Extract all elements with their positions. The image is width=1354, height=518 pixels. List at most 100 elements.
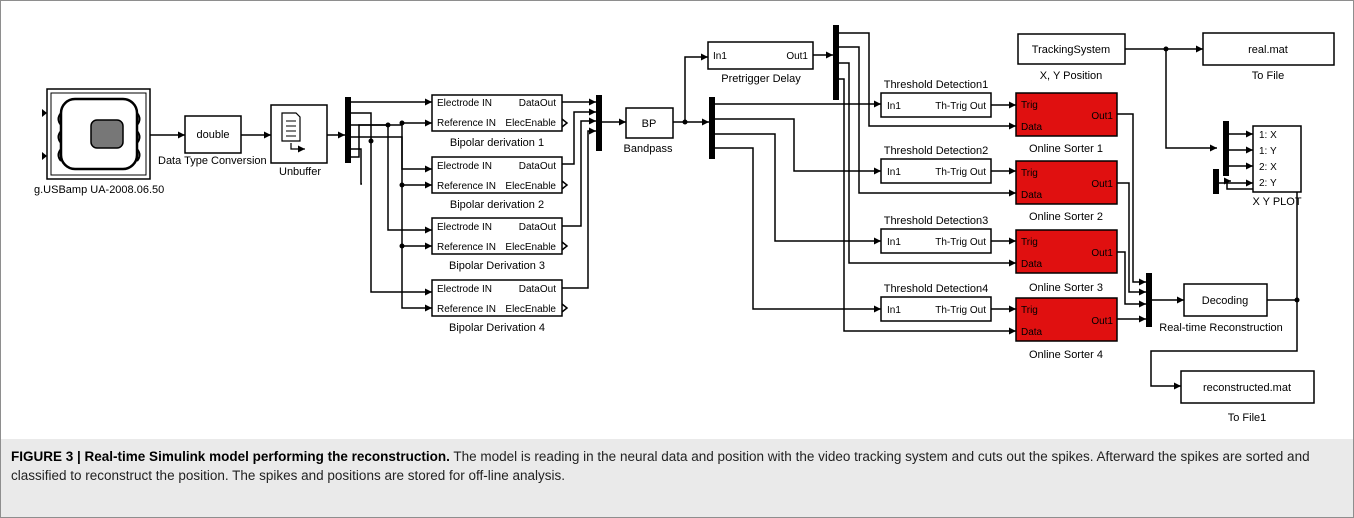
- threshold-detection-4[interactable]: In1 Th-Trig Out: [880, 296, 992, 322]
- threshold-detection-1[interactable]: In1 Th-Trig Out: [880, 92, 992, 118]
- port-in1: In1: [887, 167, 901, 178]
- figure-caption: FIGURE 3 | Real-time Simulink model perf…: [1, 439, 1353, 517]
- sorter-label-2: Online Sorter 2: [1029, 211, 1103, 223]
- bandpass-block[interactable]: [625, 107, 674, 139]
- threshold-detection-2[interactable]: In1 Th-Trig Out: [880, 158, 992, 184]
- mux-2[interactable]: [596, 95, 602, 151]
- bipolar-label-1: Bipolar derivation 1: [450, 137, 544, 149]
- simulink-diagram: g.USBamp UA-2008.06.50 double Data Type …: [34, 25, 1335, 424]
- bipolar-label-4: Bipolar Derivation 4: [449, 322, 545, 334]
- port-in1: In1: [887, 237, 901, 248]
- bandpass-label: Bandpass: [624, 143, 673, 155]
- demux-1[interactable]: [345, 97, 351, 163]
- demux-4-wires: [715, 100, 881, 313]
- port-out1: Out1: [1091, 179, 1113, 190]
- unbuffer-block[interactable]: [270, 104, 328, 164]
- port-2y: 2: Y: [1259, 178, 1277, 189]
- demux-xy-top[interactable]: [1223, 121, 1229, 176]
- pretrigger-label: Pretrigger Delay: [721, 73, 801, 85]
- double-label: double: [196, 129, 229, 141]
- port-2x: 2: X: [1259, 162, 1277, 173]
- bipolar-derivation-1[interactable]: Electrode IN Reference IN DataOut ElecEn…: [431, 94, 563, 132]
- bp-label: BP: [642, 118, 657, 130]
- decoding-block[interactable]: [1183, 283, 1268, 317]
- port-elecenable: ElecEnable: [505, 118, 556, 129]
- port-out1: Out1: [1091, 248, 1113, 259]
- demux-1-wires: [351, 98, 432, 312]
- threshold-detection-3[interactable]: In1 Th-Trig Out: [880, 228, 992, 254]
- threshold-label-3: Threshold Detection3: [884, 215, 989, 227]
- bipolar-derivation-4[interactable]: Electrode IN Reference IN DataOut ElecEn…: [431, 279, 563, 317]
- port-dataout: DataOut: [519, 161, 556, 172]
- port-trig: Trig: [1021, 305, 1038, 316]
- sorter-label-1: Online Sorter 1: [1029, 143, 1103, 155]
- threshold-label-2: Threshold Detection2: [884, 145, 989, 157]
- sorter-out-wires: [1117, 113, 1146, 323]
- port-data: Data: [1021, 327, 1043, 338]
- reconstructed-mat-block[interactable]: [1180, 370, 1315, 404]
- port-electrode-in: Electrode IN: [437, 284, 492, 295]
- online-sorter-2[interactable]: Trig Data Out1: [1015, 160, 1118, 205]
- port-1x: 1: X: [1259, 130, 1277, 141]
- port-electrode-in: Electrode IN: [437, 98, 492, 109]
- demux-xy-bottom[interactable]: [1213, 169, 1219, 194]
- dataout-wires: [562, 98, 596, 289]
- usbamp-label: g.USBamp UA-2008.06.50: [34, 184, 164, 196]
- junction-dots-1: [368, 120, 405, 249]
- threshold-label-4: Threshold Detection4: [884, 283, 989, 295]
- reconstructed-mat-label: reconstructed.mat: [1203, 382, 1291, 394]
- caption-title: FIGURE 3 | Real-time Simulink model perf…: [11, 449, 450, 464]
- port-out1: Out1: [1091, 111, 1113, 122]
- port-dataout: DataOut: [519, 284, 556, 295]
- port-th-trig-out: Th-Trig Out: [935, 305, 986, 316]
- port-out1: Out1: [786, 51, 808, 62]
- port-trig: Trig: [1021, 100, 1038, 111]
- port-data: Data: [1021, 259, 1043, 270]
- pretrigger-delay-block[interactable]: In1 Out1: [707, 41, 814, 70]
- port-dataout: DataOut: [519, 98, 556, 109]
- tracking-system-label: TrackingSystem: [1032, 44, 1110, 56]
- port-elecenable: ElecEnable: [505, 242, 556, 253]
- port-electrode-in: Electrode IN: [437, 161, 492, 172]
- online-sorter-3[interactable]: Trig Data Out1: [1015, 229, 1118, 274]
- online-sorter-4[interactable]: Trig Data Out1: [1015, 297, 1118, 342]
- sorter-label-3: Online Sorter 3: [1029, 282, 1103, 294]
- port-1y: 1: Y: [1259, 146, 1277, 157]
- tofile1-label: To File1: [1228, 412, 1267, 424]
- mux-5[interactable]: [1146, 273, 1152, 327]
- usbamp-block[interactable]: [42, 88, 151, 180]
- data-type-conversion-label: Data Type Conversion: [158, 155, 267, 167]
- realtime-reconstruction-label: Real-time Reconstruction: [1159, 322, 1283, 334]
- real-mat-label: real.mat: [1248, 44, 1288, 56]
- port-reference-in: Reference IN: [437, 181, 496, 192]
- bipolar-label-2: Bipolar derivation 2: [450, 199, 544, 211]
- xy-plot-block[interactable]: 1: X 1: Y 2: X 2: Y: [1252, 125, 1302, 193]
- port-in1: In1: [887, 305, 901, 316]
- demux-3-wires: [839, 32, 1016, 335]
- port-reference-in: Reference IN: [437, 304, 496, 315]
- demux-4[interactable]: [709, 97, 715, 159]
- threshold-label-1: Threshold Detection1: [884, 79, 989, 91]
- port-th-trig-out: Th-Trig Out: [935, 237, 986, 248]
- demux-3[interactable]: [833, 25, 839, 100]
- port-th-trig-out: Th-Trig Out: [935, 167, 986, 178]
- bipolar-derivation-3[interactable]: Electrode IN Reference IN DataOut ElecEn…: [431, 217, 563, 255]
- port-out1: Out1: [1091, 316, 1113, 327]
- double-block[interactable]: [184, 115, 242, 154]
- sorter-label-4: Online Sorter 4: [1029, 349, 1103, 361]
- online-sorter-1[interactable]: Trig Data Out1: [1015, 92, 1118, 137]
- trig-wires: [991, 101, 1016, 313]
- bipolar-label-3: Bipolar Derivation 3: [449, 260, 545, 272]
- port-th-trig-out: Th-Trig Out: [935, 101, 986, 112]
- port-dataout: DataOut: [519, 222, 556, 233]
- to-file-label: To File: [1252, 70, 1284, 82]
- port-data: Data: [1021, 190, 1043, 201]
- port-data: Data: [1021, 122, 1043, 133]
- real-mat-block[interactable]: [1202, 32, 1335, 66]
- port-trig: Trig: [1021, 168, 1038, 179]
- bipolar-derivation-2[interactable]: Electrode IN Reference IN DataOut ElecEn…: [431, 156, 563, 194]
- unbuffer-label: Unbuffer: [279, 166, 321, 178]
- decoding-label: Decoding: [1202, 295, 1248, 307]
- elecenable-outputs: [561, 118, 569, 313]
